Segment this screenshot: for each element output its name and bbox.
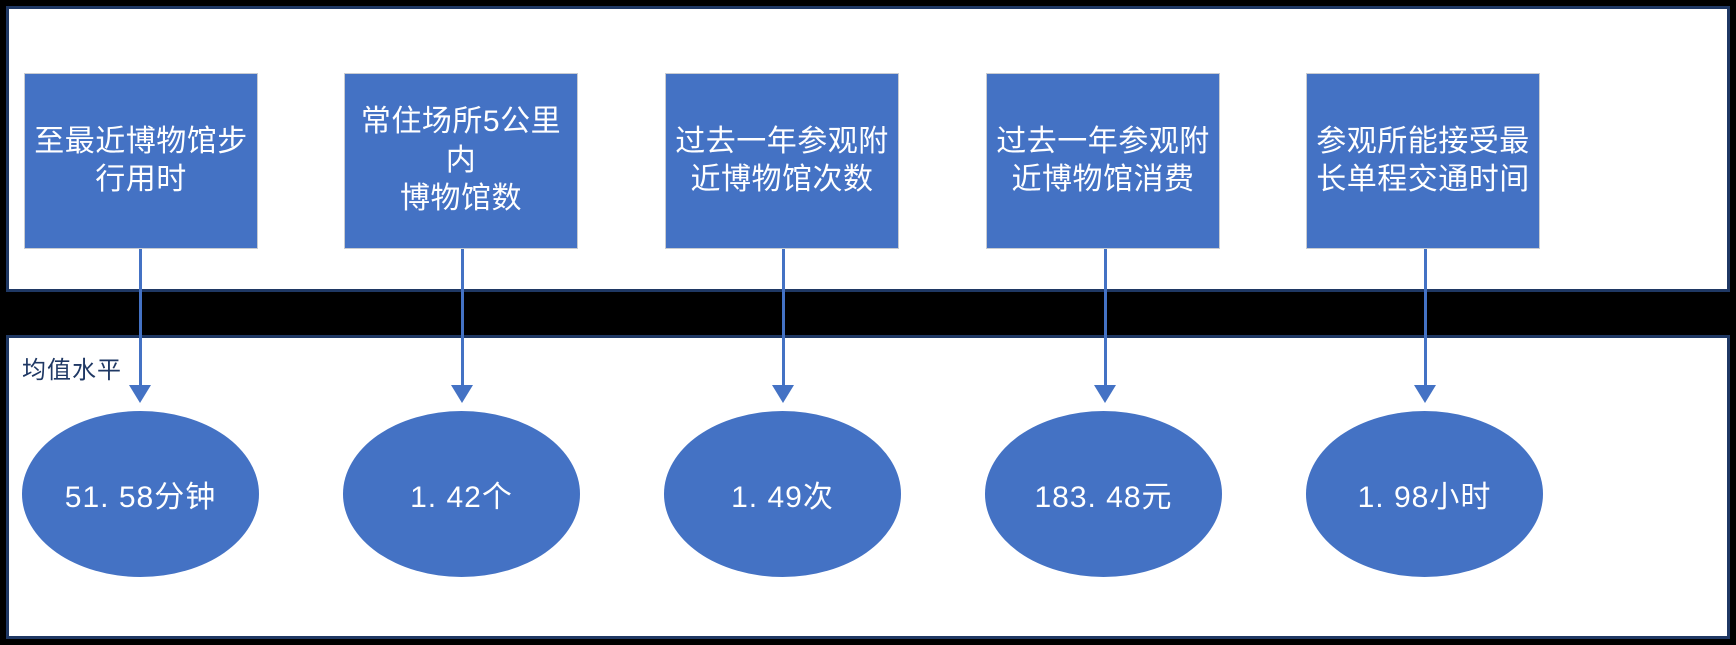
indicator-box-1[interactable]: 至最近博物馆步 行用时 bbox=[24, 73, 258, 249]
connector-arrow-3-icon bbox=[772, 385, 794, 403]
mean-value-3: 1. 49次 bbox=[731, 481, 834, 514]
connector-arrow-2-icon bbox=[451, 385, 473, 403]
mean-value-4: 183. 48元 bbox=[1034, 481, 1173, 514]
mean-value-1: 51. 58分钟 bbox=[64, 481, 217, 514]
connector-arrow-5-icon bbox=[1414, 385, 1436, 403]
indicator-box-5-label: 参观所能接受最 长单程交通时间 bbox=[1316, 124, 1530, 196]
indicator-box-4[interactable]: 过去一年参观附 近博物馆消费 bbox=[986, 73, 1220, 249]
mean-value-ellipse-2[interactable]: 1. 42个 bbox=[343, 411, 580, 577]
connector-line-3 bbox=[782, 249, 785, 397]
mean-value-ellipse-1[interactable]: 51. 58分钟 bbox=[22, 411, 259, 577]
indicator-box-3[interactable]: 过去一年参观附 近博物馆次数 bbox=[665, 73, 899, 249]
indicator-box-3-label: 过去一年参观附 近博物馆次数 bbox=[675, 124, 889, 196]
mean-level-label: 均值水平 bbox=[22, 357, 122, 384]
indicator-box-2[interactable]: 常住场所5公里内 博物馆数 bbox=[344, 73, 578, 249]
connector-arrow-1-icon bbox=[129, 385, 151, 403]
mean-value-ellipse-5[interactable]: 1. 98小时 bbox=[1306, 411, 1543, 577]
mean-value-ellipse-3[interactable]: 1. 49次 bbox=[664, 411, 901, 577]
connector-line-4 bbox=[1104, 249, 1107, 397]
indicator-box-1-label: 至最近博物馆步 行用时 bbox=[34, 124, 248, 196]
mean-value-5: 1. 98小时 bbox=[1357, 481, 1492, 514]
connector-line-1 bbox=[139, 249, 142, 397]
indicator-box-2-label: 常住场所5公里内 博物馆数 bbox=[360, 105, 562, 216]
connector-arrow-4-icon bbox=[1094, 385, 1116, 403]
connector-line-5 bbox=[1424, 249, 1427, 397]
indicator-box-4-label: 过去一年参观附 近博物馆消费 bbox=[996, 124, 1210, 196]
connector-line-2 bbox=[461, 249, 464, 397]
indicator-box-5[interactable]: 参观所能接受最 长单程交通时间 bbox=[1306, 73, 1540, 249]
mean-value-ellipse-4[interactable]: 183. 48元 bbox=[985, 411, 1222, 577]
mean-value-2: 1. 42个 bbox=[410, 481, 513, 514]
